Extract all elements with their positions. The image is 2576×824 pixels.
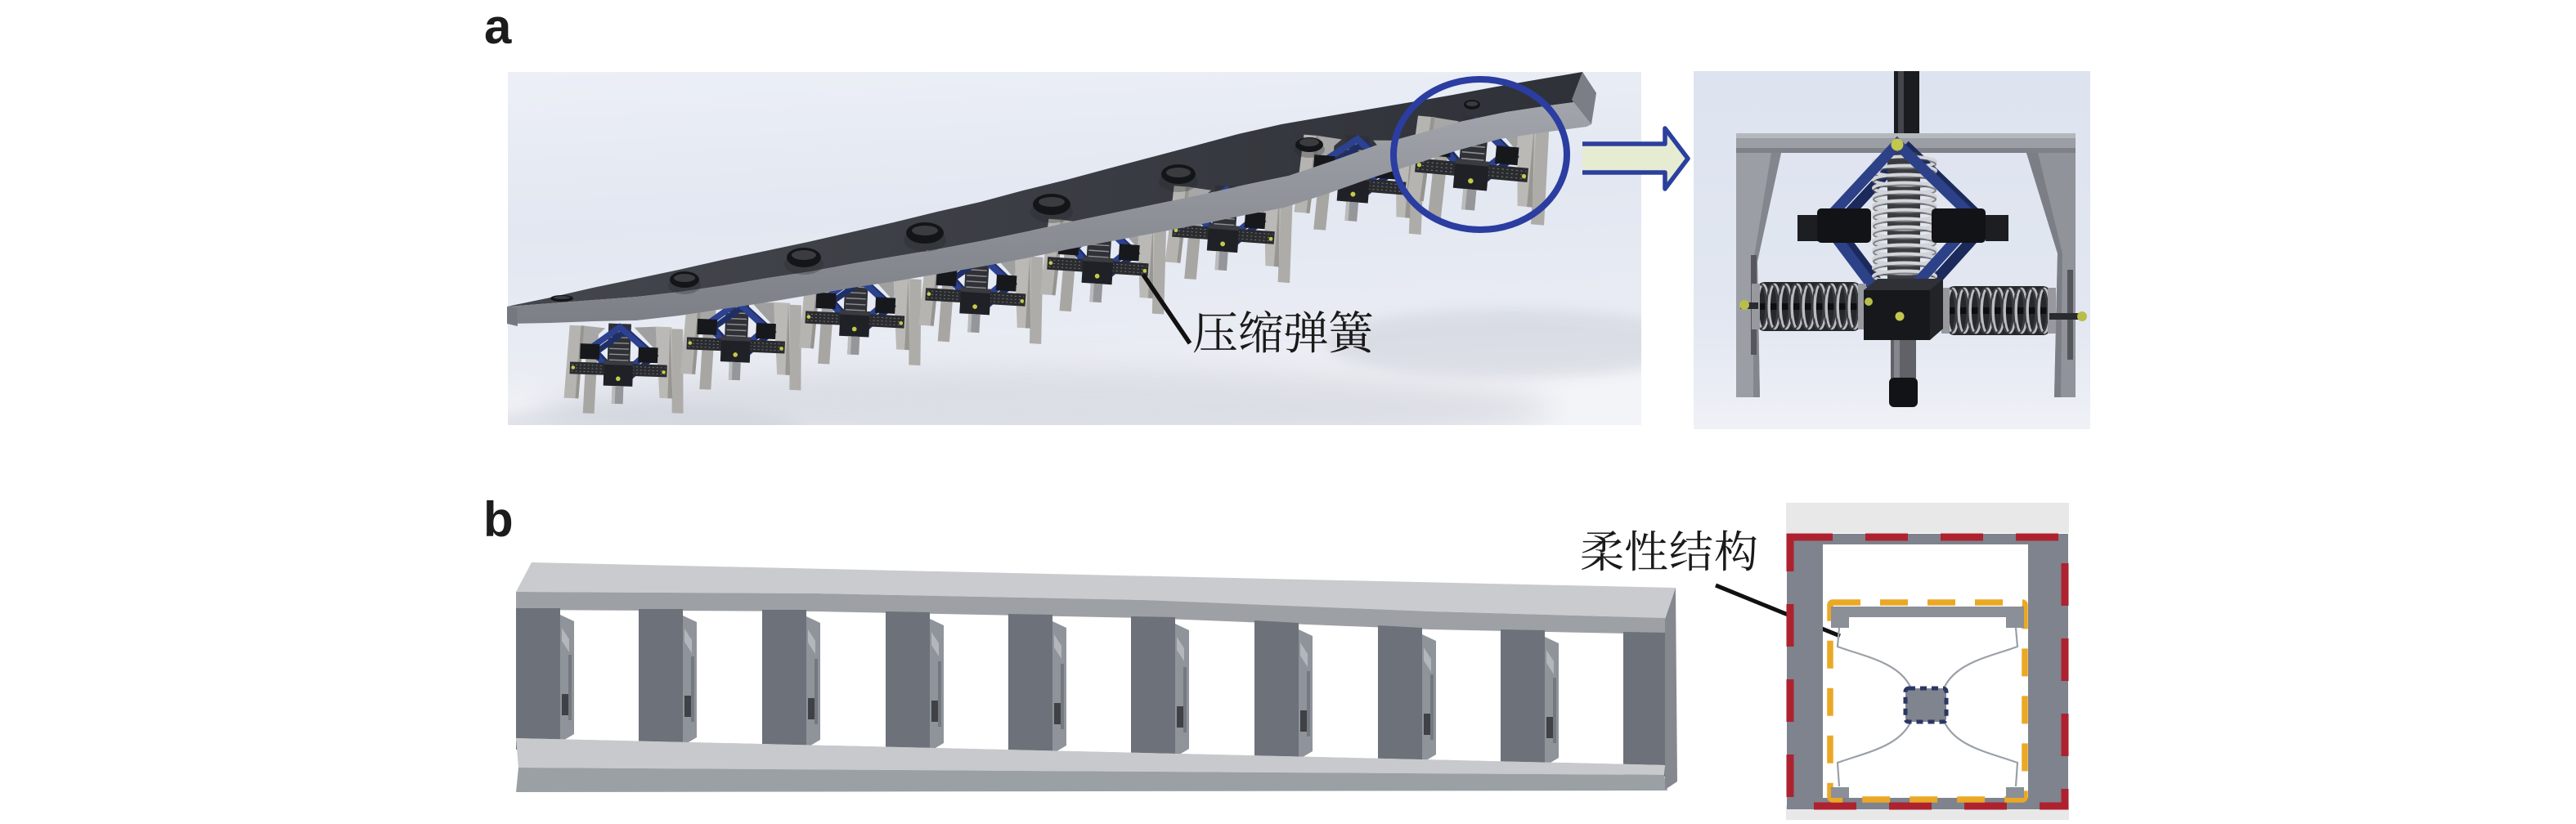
svg-text:b: b — [483, 492, 514, 547]
svg-text:a: a — [484, 0, 512, 54]
